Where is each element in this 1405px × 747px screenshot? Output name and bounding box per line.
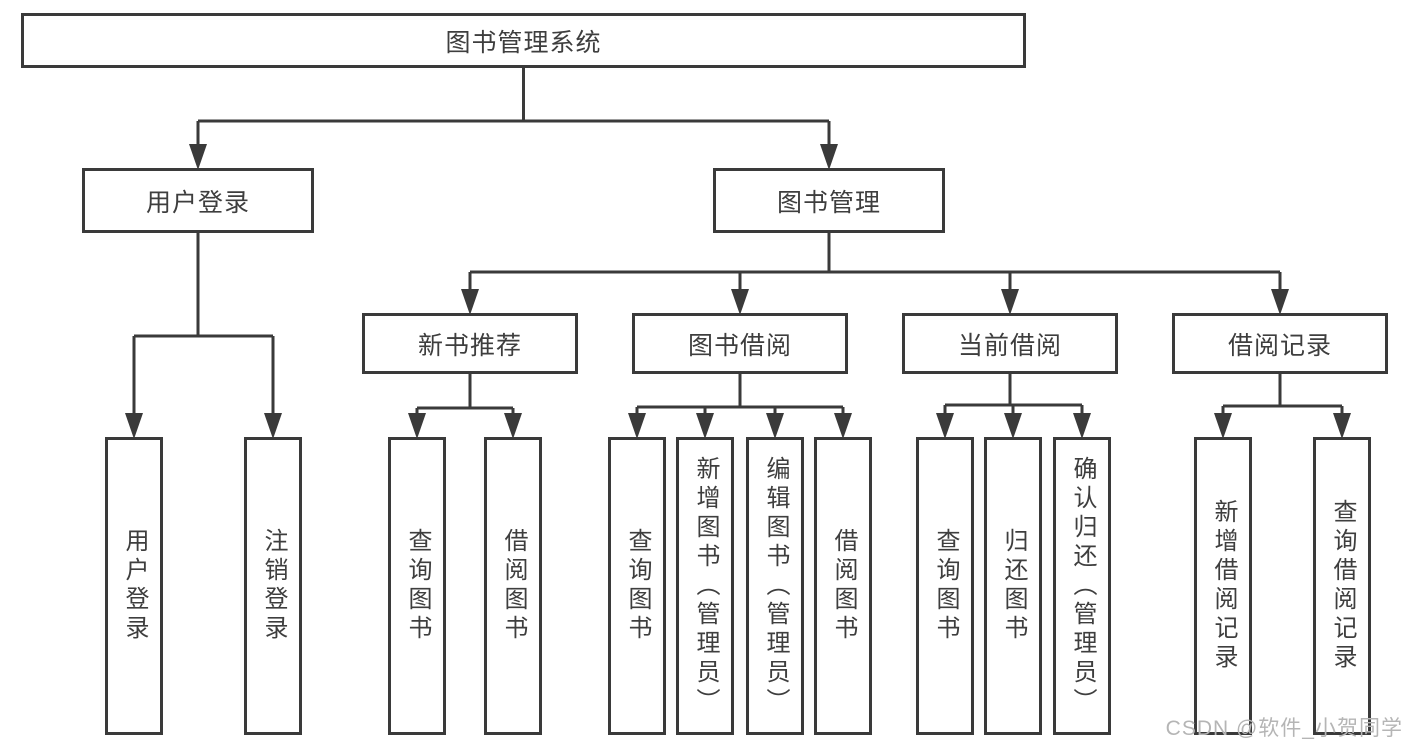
leaf-logout: 注销登录	[244, 437, 302, 735]
node-label: 归还图书	[1000, 528, 1027, 644]
arrowhead	[461, 289, 479, 315]
node-label: 查询图书	[624, 528, 651, 644]
leaf-add-borrow-record: 新增借阅记录	[1194, 437, 1252, 735]
leaf-query-books-current: 查询图书	[916, 437, 974, 735]
node-label: 查询图书	[932, 528, 959, 644]
arrowhead	[264, 413, 282, 439]
csdn-watermark: CSDN @软件_小贺同学	[1165, 717, 1403, 740]
node-label: 借阅图书	[500, 528, 527, 644]
node-label: 图书管理	[776, 188, 881, 217]
node-label: 新书推荐	[417, 331, 522, 360]
node-label: 用户登录	[145, 188, 250, 217]
node-book-borrow: 图书借阅	[632, 313, 848, 374]
connector-borrow-records	[1221, 374, 1344, 416]
leaf-query-books-recommend: 查询图书	[388, 437, 446, 735]
leaf-user-login: 用户登录	[105, 437, 163, 735]
arrowhead	[834, 413, 852, 439]
node-label: 查询借阅记录	[1329, 499, 1356, 673]
node-root: 图书管理系统	[21, 13, 1026, 68]
leaf-borrow-books: 借阅图书	[814, 437, 872, 735]
connector-root	[196, 68, 831, 146]
node-user-login: 用户登录	[82, 168, 314, 233]
arrowhead	[1004, 413, 1022, 439]
arrowhead	[1001, 289, 1019, 315]
leaf-confirm-return-admin: 确认归还（管理员）	[1053, 437, 1111, 735]
connector-book-management	[468, 232, 1282, 292]
arrowhead	[628, 413, 646, 439]
arrowhead	[504, 413, 522, 439]
node-label: 新增图书（管理员）	[692, 455, 719, 717]
connector-book-borrow	[635, 374, 845, 416]
arrowhead	[731, 289, 749, 315]
node-label: 借阅记录	[1227, 331, 1332, 360]
arrowhead	[820, 144, 838, 170]
arrowhead	[936, 413, 954, 439]
leaf-return-book: 归还图书	[984, 437, 1042, 735]
leaf-add-book-admin: 新增图书（管理员）	[676, 437, 734, 735]
arrowhead	[766, 413, 784, 439]
arrowhead	[1214, 413, 1232, 439]
arrowhead	[125, 413, 143, 439]
arrowhead	[1073, 413, 1091, 439]
connector-new-book-recommend	[415, 374, 515, 416]
arrowhead	[1333, 413, 1351, 439]
node-label: 注销登录	[260, 528, 287, 644]
leaf-edit-book-admin: 编辑图书（管理员）	[746, 437, 804, 735]
node-current-borrow: 当前借阅	[902, 313, 1118, 374]
node-label: 当前借阅	[957, 331, 1062, 360]
leaf-borrow-books-recommend: 借阅图书	[484, 437, 542, 735]
node-book-management: 图书管理	[713, 168, 945, 233]
arrowhead	[408, 413, 426, 439]
arrowhead	[189, 144, 207, 170]
leaf-query-books-borrow: 查询图书	[608, 437, 666, 735]
node-label: 确认归还（管理员）	[1069, 455, 1096, 717]
arrowhead	[696, 413, 714, 439]
node-label: 图书管理系统	[445, 28, 602, 57]
node-label: 借阅图书	[830, 528, 857, 644]
node-new-book-recommend: 新书推荐	[362, 313, 578, 374]
arrowhead	[1271, 289, 1289, 315]
node-label: 编辑图书（管理员）	[762, 455, 789, 717]
connector-user-login	[132, 232, 275, 416]
node-borrow-records: 借阅记录	[1172, 313, 1388, 374]
node-label: 用户登录	[121, 528, 148, 644]
connector-lines	[132, 68, 1344, 416]
node-label: 新增借阅记录	[1210, 499, 1237, 673]
connector-current-borrow	[943, 374, 1084, 416]
arrowheads	[125, 144, 1351, 439]
node-label: 查询图书	[404, 528, 431, 644]
node-label: 图书借阅	[687, 331, 792, 360]
leaf-query-borrow-record: 查询借阅记录	[1313, 437, 1371, 735]
